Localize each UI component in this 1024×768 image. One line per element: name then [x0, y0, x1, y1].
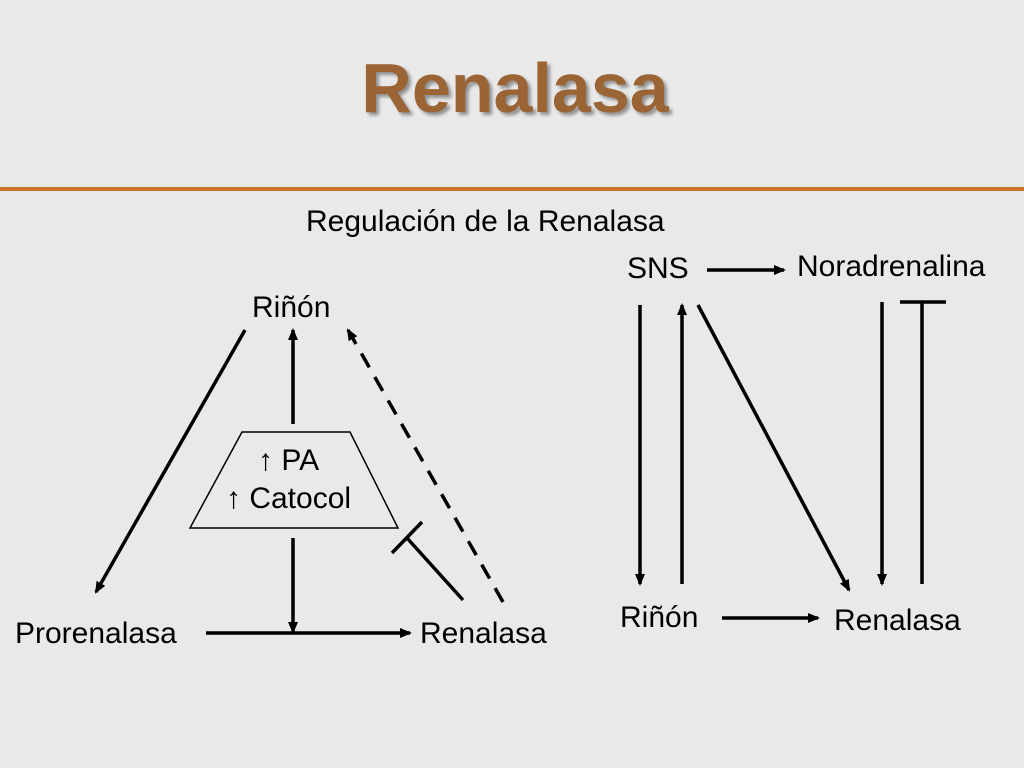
arrow-sns-to-renalasa [696, 304, 851, 592]
inhibition-renalasa-to-box [405, 536, 465, 602]
node-renalasa-right: Renalasa [834, 604, 961, 637]
node-sns: SNS [627, 252, 689, 285]
node-prorenalasa: Prorenalasa [15, 617, 177, 650]
node-rinon-left: Riñón [252, 291, 331, 324]
dashed-arrow-renalasa-to-rinon [346, 328, 505, 603]
node-noradrenalina: Noradrenalina [797, 250, 986, 283]
node-renalasa-left: Renalasa [420, 617, 547, 650]
title-divider [0, 187, 1024, 191]
node-rinon-right: Riñón [620, 601, 699, 634]
node-pa: ↑ PA [258, 444, 320, 477]
inhibition-bar-left [390, 520, 424, 555]
pa-catocol-box [188, 431, 400, 529]
node-catocol: ↑ Catocol [226, 482, 352, 515]
slide-title: Renalasa [361, 49, 669, 127]
arrow-rinon-to-prorenalasa [94, 329, 247, 594]
diagram-heading: Regulación de la Renalasa [306, 205, 665, 238]
